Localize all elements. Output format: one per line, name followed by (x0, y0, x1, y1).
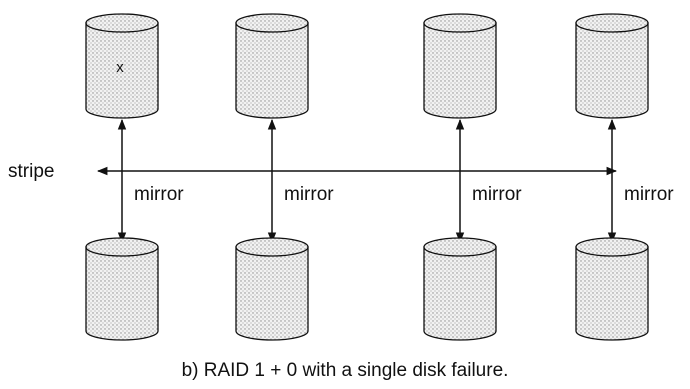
disk-top (575, 237, 649, 257)
stripe-label: stripe (8, 161, 54, 182)
disk-bottom-1 (85, 237, 159, 341)
disk-top-1: x (85, 13, 159, 119)
disk-bottom-3 (423, 237, 497, 341)
disk-body (85, 246, 159, 341)
mirror-label-1: mirror (134, 184, 184, 205)
mirror-label-3: mirror (472, 184, 522, 205)
disk-top (575, 13, 649, 33)
disk-top (85, 13, 159, 33)
disk-top (85, 237, 159, 257)
disk-body (575, 22, 649, 119)
mirror-labels: mirror mirror mirror mirror (134, 184, 674, 205)
disk-body (423, 246, 497, 341)
disk-top-2 (235, 13, 309, 119)
disk-body (575, 246, 649, 341)
disk-top-3 (423, 13, 497, 119)
disk-body (423, 22, 497, 119)
disk-body (235, 246, 309, 341)
mirror-label-2: mirror (284, 184, 334, 205)
disks: x (85, 13, 649, 341)
disk-bottom-2 (235, 237, 309, 341)
failure-mark: x (116, 59, 124, 76)
disk-top (235, 237, 309, 257)
connectors (96, 118, 618, 244)
disk-body (85, 22, 159, 119)
disk-top-4 (575, 13, 649, 119)
disk-top (235, 13, 309, 33)
disk-top (423, 237, 497, 257)
diagram-caption: b) RAID 1 + 0 with a single disk failure… (182, 360, 509, 381)
disk-body (235, 22, 309, 119)
disk-top (423, 13, 497, 33)
disk-bottom-4 (575, 237, 649, 341)
mirror-label-4: mirror (624, 184, 674, 205)
